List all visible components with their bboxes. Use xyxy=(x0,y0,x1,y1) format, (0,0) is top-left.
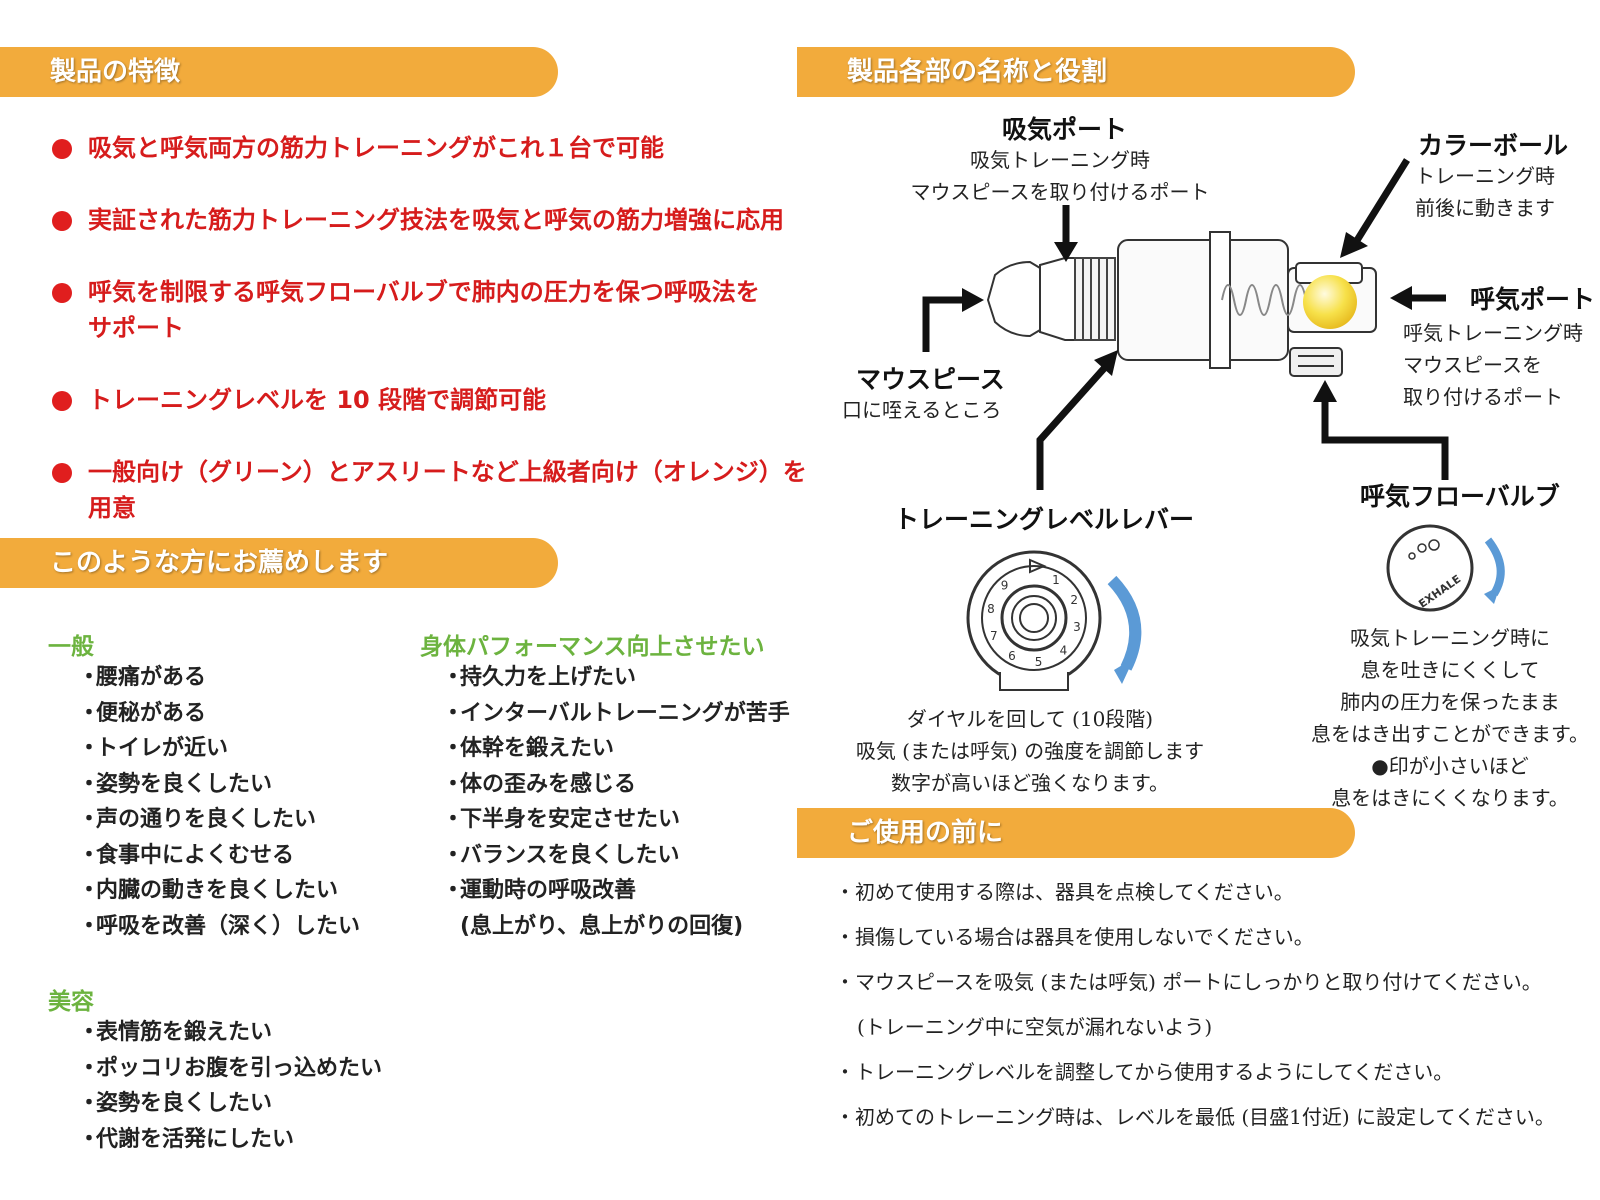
recommend-banner: このような方にお薦めします xyxy=(0,538,558,588)
flow-valve-knob xyxy=(1289,347,1343,377)
list-item: ・便秘がある xyxy=(78,700,207,726)
category-performance-title: 身体パフォーマンス向上させたい xyxy=(420,634,765,660)
list-item: ・バランスを良くしたい xyxy=(442,842,680,868)
color-ball-desc: トレーニング時前後に動きます xyxy=(1415,164,1555,220)
before-use-banner: ご使用の前に xyxy=(797,808,1355,858)
flow-valve-title: 呼気フローバルブ xyxy=(1360,482,1560,511)
rotate-arrow-icon xyxy=(1107,575,1142,671)
category-general-title: 一般 xyxy=(48,634,94,660)
list-item: ・呼吸を改善（深く）したい xyxy=(78,913,361,939)
list-item: ・姿勢を良くしたい xyxy=(78,1091,273,1116)
beauty-list: ・表情筋を鍛えたい ・ポッコリお腹を引っ込めたい ・姿勢を良くしたい ・代謝を活… xyxy=(78,1015,382,1157)
dial-number: 7 xyxy=(990,629,998,643)
list-item: ・姿勢を良くしたい xyxy=(78,771,273,797)
note-item: ・マウスピースを吸気 (または呼気) ポートにしっかりと取り付けてください。 xyxy=(835,970,1542,994)
dial-number: 5 xyxy=(1035,655,1043,669)
dial-number: 8 xyxy=(987,602,995,616)
before-use-list: ・初めて使用する際は、器具を点検してください。 ・損傷している場合は器具を使用し… xyxy=(835,870,1555,1140)
inhale-port-rings xyxy=(1074,257,1116,341)
list-item: ・体の歪みを感じる xyxy=(442,771,637,797)
bullet-dot-icon xyxy=(52,283,72,303)
level-lever-title: トレーニングレベルレバー xyxy=(894,505,1195,534)
feature-item: 一般向け（グリーン）とアスリートなど上級者向け（オレンジ）を用意 xyxy=(48,454,808,526)
feature-item: 呼気を制限する呼気フローバルブで肺内の圧力を保つ呼吸法をサポート xyxy=(48,274,808,346)
color-ball-title: カラーボール xyxy=(1418,131,1569,160)
bullet-dot-icon xyxy=(52,463,72,483)
list-item-sub: (息上がり、息上がりの回復) xyxy=(460,913,744,939)
level-lever-desc: ダイヤルを回して (10段階)吸気 (または呼気) の強度を調節します数字が高い… xyxy=(855,707,1205,795)
note-item: ・トレーニングレベルを調整してから使用するようにしてください。 xyxy=(835,1060,1454,1084)
bullet-dot-icon xyxy=(52,211,72,231)
category-beauty-title: 美容 xyxy=(48,989,94,1015)
list-item: ・表情筋を鍛えたい xyxy=(78,1020,273,1045)
note-item: ・初めてのトレーニング時は、レベルを最低 (目盛1付近) に設定してください。 xyxy=(835,1105,1555,1129)
exhale-port-title: 呼気ポート xyxy=(1470,285,1596,314)
dial-number: 9 xyxy=(1001,578,1009,592)
list-item: ・食事中によくむせる xyxy=(78,842,295,868)
list-item: ・持久力を上げたい xyxy=(442,665,637,690)
color-ball-shape xyxy=(1303,275,1357,329)
flow-valve-illustration: EXHALE xyxy=(1386,524,1505,612)
parts-banner: 製品各部の名称と役割 xyxy=(797,47,1355,97)
dial-number: 1 xyxy=(1052,573,1060,587)
list-item: ・インターバルトレーニングが苦手 xyxy=(442,700,790,726)
list-item: ・内臓の動きを良くしたい xyxy=(78,878,339,903)
flow-valve-desc: 吸気トレーニング時に息を吐きにくくして肺内の圧力を保ったまま息をはき出すことがで… xyxy=(1311,626,1589,810)
dial-number: 4 xyxy=(1060,644,1068,658)
dial-number: 2 xyxy=(1070,593,1078,607)
mouthpiece-desc: 口に咥えるところ xyxy=(842,398,1002,422)
general-list: ・腰痛がある ・便秘がある ・トイレが近い ・姿勢を良くしたい ・声の通りを良く… xyxy=(78,660,360,944)
feature-item: 吸気と呼気両方の筋力トレーニングがこれ１台で可能 xyxy=(48,130,808,166)
level-dial-illustration: 12 34 5 67 89 xyxy=(966,550,1142,691)
list-item: ・体幹を鍛えたい xyxy=(442,736,615,761)
mouthpiece-shape xyxy=(986,257,1076,341)
bullet-dot-icon xyxy=(52,391,72,411)
features-banner: 製品の特徴 xyxy=(0,47,558,97)
mouthpiece-title: マウスピース xyxy=(856,365,1005,394)
performance-list: ・持久力を上げたい ・インターバルトレーニングが苦手 ・体幹を鍛えたい ・体の歪… xyxy=(442,660,790,944)
device-body xyxy=(1117,239,1289,361)
bullet-dot-icon xyxy=(52,139,72,159)
list-item: ・運動時の呼吸改善 xyxy=(442,878,637,903)
inhale-port-title: 吸気ポート xyxy=(1002,115,1128,144)
valve-rotate-arrow-icon xyxy=(1484,537,1505,597)
dial-number: 6 xyxy=(1008,649,1016,663)
list-item: ・ポッコリお腹を引っ込めたい xyxy=(78,1055,383,1081)
note-item: ・損傷している場合は器具を使用しないでください。 xyxy=(835,925,1314,949)
note-item: ・初めて使用する際は、器具を点検してください。 xyxy=(835,880,1294,904)
dial-number: 3 xyxy=(1073,620,1081,634)
features-list: 吸気と呼気両方の筋力トレーニングがこれ１台で可能 実証された筋力トレーニング技法… xyxy=(48,130,808,562)
list-item: ・代謝を活発にしたい xyxy=(78,1126,295,1152)
list-item: ・下半身を安定させたい xyxy=(442,807,681,832)
list-item: ・腰痛がある xyxy=(78,665,207,690)
list-item: ・トイレが近い xyxy=(78,736,229,761)
inhale-port-desc: 吸気トレーニング時マウスピースを取り付けるポート xyxy=(910,148,1210,204)
note-item: (トレーニング中に空気が漏れないよう) xyxy=(857,1015,1213,1039)
spring-shape xyxy=(1221,284,1307,316)
pointer-arrows xyxy=(922,158,1449,490)
exhale-port-desc: 呼気トレーニング時マウスピースを取り付けるポート xyxy=(1403,321,1583,409)
list-item: ・声の通りを良くしたい xyxy=(78,807,317,832)
feature-item: トレーニングレベルを 10 段階で調節可能 xyxy=(48,382,808,418)
feature-item: 実証された筋力トレーニング技法を吸気と呼気の筋力増強に応用 xyxy=(48,202,808,238)
